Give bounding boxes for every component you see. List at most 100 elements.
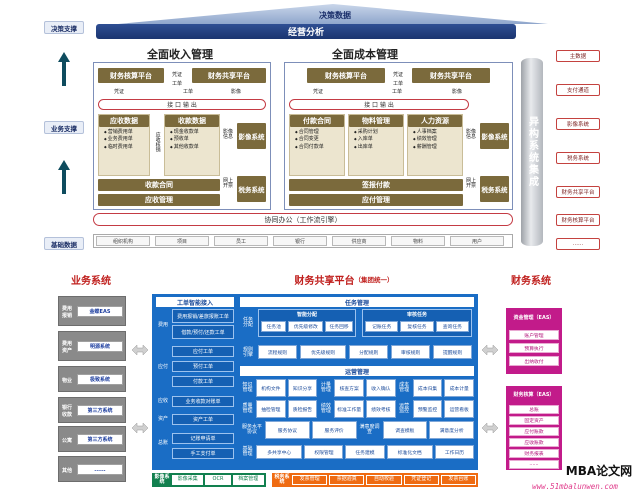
watermark-brand: MBA论文网 [565, 463, 633, 478]
income-image-system: 影像系统 [237, 123, 266, 149]
tier-business: 业务支撑 [44, 121, 84, 134]
tax-row-item: 自动校验 [366, 475, 402, 485]
business-panel: 公寓 第三方系统 [58, 426, 126, 452]
business-panel-label: 物业 [61, 377, 72, 384]
business-panel: 费用资产 明源系统 [58, 331, 126, 361]
income-arrow-ticket: 工单 [182, 89, 193, 96]
business-panel-button[interactable]: 金蝶EAS [77, 306, 123, 317]
cost-sign-pay-bar: 签报付款 [289, 179, 463, 191]
image-row-label: 影像系统 [154, 473, 170, 485]
base-mgmt-item: 任务建模 [345, 445, 385, 459]
income-contract-bar: 收款合同 [98, 179, 220, 191]
income-arrow-voucher: 凭证 [113, 89, 124, 96]
receipt-box: 收款数据 现金收款单 预收单 其他收款单 [164, 114, 220, 176]
ops-label: 满意度调查 [359, 423, 380, 435]
ops-label: 质量管理 [242, 402, 253, 414]
cost-interface-output: 接 口 输 出 [289, 99, 469, 110]
fund-item: 预算执行 [509, 343, 559, 353]
income-module: 财务核算平台 凭证 工单 财务共享平台 凭证 工单 影像 接 口 输 出 应收数… [93, 62, 271, 210]
rule-item: 分配规则 [349, 345, 389, 359]
base-cell: 组织机构 [96, 236, 150, 246]
list-item: 临时费用单 [99, 143, 149, 150]
ops-item: 绩效考核 [366, 400, 396, 418]
base-cell: 银行 [273, 236, 327, 246]
ops-item: 知识分享 [287, 379, 318, 397]
ops-label: 计量管理 [320, 381, 331, 393]
hr-box: 人力资源 人事档案 绩效管理 薪酬管理 [407, 114, 463, 176]
intake-group-label: 应收 [157, 398, 168, 405]
intake-item: 借款/预付/还款工单 [172, 325, 234, 339]
account-item: 应收账款 [509, 438, 559, 447]
image-row-item: OCR [205, 475, 231, 485]
intake-item: 业务收款对账单 [172, 396, 234, 407]
tax-row-item: 凭证登记 [403, 475, 439, 485]
cost-mid-voucher: 凭证 [392, 72, 403, 79]
ops-label: 知识管理 [242, 381, 253, 393]
task-head: 任务管理 [240, 297, 474, 307]
double-arrow-icon [131, 418, 149, 434]
ops-item: 收入确认 [366, 379, 396, 397]
task-item: 复核任务 [400, 321, 434, 332]
material-box: 物料管理 采购计划 入库单 出库单 [348, 114, 404, 176]
ops-label: 绩效管理 [320, 402, 331, 414]
list-item: 薪酬管理 [408, 143, 462, 150]
ops-item: 机构文件 [256, 379, 286, 397]
income-module-title: 全面收入管理 [147, 48, 213, 61]
ext-more: ...... [556, 238, 600, 250]
list-item: 业务费用单 [99, 135, 149, 142]
task-group-a-title: 智能分配 [296, 311, 317, 318]
business-panel: 其他 ...... [58, 456, 126, 482]
income-platform-core: 财务核算平台 [98, 68, 164, 83]
finance-systems-title: 财务系统 [511, 275, 551, 287]
integration-cylinder: 异构系统集成 [521, 58, 543, 246]
ops-item: 核查方案 [334, 379, 365, 397]
business-panel-button[interactable]: ...... [77, 464, 123, 475]
base-cell: 供应商 [332, 236, 386, 246]
share-platform-sub: （集团统一） [354, 276, 394, 284]
intake-item: 应付工单 [172, 346, 234, 357]
base-mgmt-item: 多共享中心 [256, 445, 303, 459]
cost-module: 财务核算平台 凭证 工单 财务共享平台 凭证 工单 影像 接 口 输 出 付款合… [284, 62, 513, 210]
ops-item: 成本计量 [444, 379, 475, 397]
income-mid-voucher: 凭证 [171, 72, 182, 79]
business-panel-button[interactable]: 第三方系统 [77, 405, 123, 416]
receivable-title: 应收数据 [99, 115, 149, 127]
business-panel-button[interactable]: 明源系统 [77, 341, 123, 352]
business-panel-button[interactable]: 极致系统 [77, 374, 123, 385]
material-title: 物料管理 [349, 115, 403, 127]
intake-head: 工单智能接入 [156, 297, 234, 307]
double-arrow-icon [131, 340, 149, 356]
income-mgmt-bar: 应收管理 [98, 194, 220, 206]
fund-item: 出纳收付 [509, 356, 559, 366]
task-item: 查询任务 [435, 321, 469, 332]
rule-engine-row: 流程规则 优先级规则 分配规则 审核规则 提醒规则 [258, 345, 472, 359]
ops-item: 成本归集 [412, 379, 443, 397]
hr-title: 人力资源 [408, 115, 462, 127]
cost-payable-bar: 应付管理 [289, 194, 463, 206]
up-arrow-icon [58, 52, 70, 86]
ops-row: 服务水平协议 服务协议 服务评价 满意度调查 调查模板 满意度分析 [241, 421, 474, 439]
tax-row-item: 票据验真 [329, 475, 365, 485]
ops-item: 抽检管理 [256, 400, 286, 418]
cost-image-system: 影像系统 [480, 123, 509, 149]
ext-payment-channel: 支付通道 [556, 84, 600, 96]
task-item: 任务池 [261, 321, 287, 332]
ops-item: 预警监控 [412, 400, 443, 418]
account-title: 财务核算（EAS） [513, 392, 555, 399]
collab-office-bar: 协同办公（工作流引擎） [93, 213, 513, 226]
rule-item: 流程规则 [258, 345, 297, 359]
payment-contract-box: 付款合同 合同管理 合同变更 合同付款单 [289, 114, 345, 176]
fund-mgmt-title: 资金管理（EAS） [513, 315, 555, 322]
base-mgmt-item: 工作日历 [434, 445, 474, 459]
fund-mgmt-panel: 资金管理（EAS） 账户管理 预算执行 出纳收付 [506, 308, 562, 374]
image-row-item: 档案管理 [232, 475, 264, 485]
income-mid-ticket: 工单 [171, 81, 182, 88]
ops-label: 成本管理 [399, 381, 410, 393]
base-mgmt-item: 权限管理 [304, 445, 344, 459]
share-platform-title: 财务共享平台 （集团统一） [254, 272, 434, 287]
ops-item: 服务协议 [265, 421, 310, 439]
ops-item: 服务评价 [311, 421, 357, 439]
intake-group-label: 应付 [157, 364, 168, 371]
business-panel-button[interactable]: 第三方系统 [77, 434, 123, 445]
ops-item: 调查模板 [382, 421, 428, 439]
